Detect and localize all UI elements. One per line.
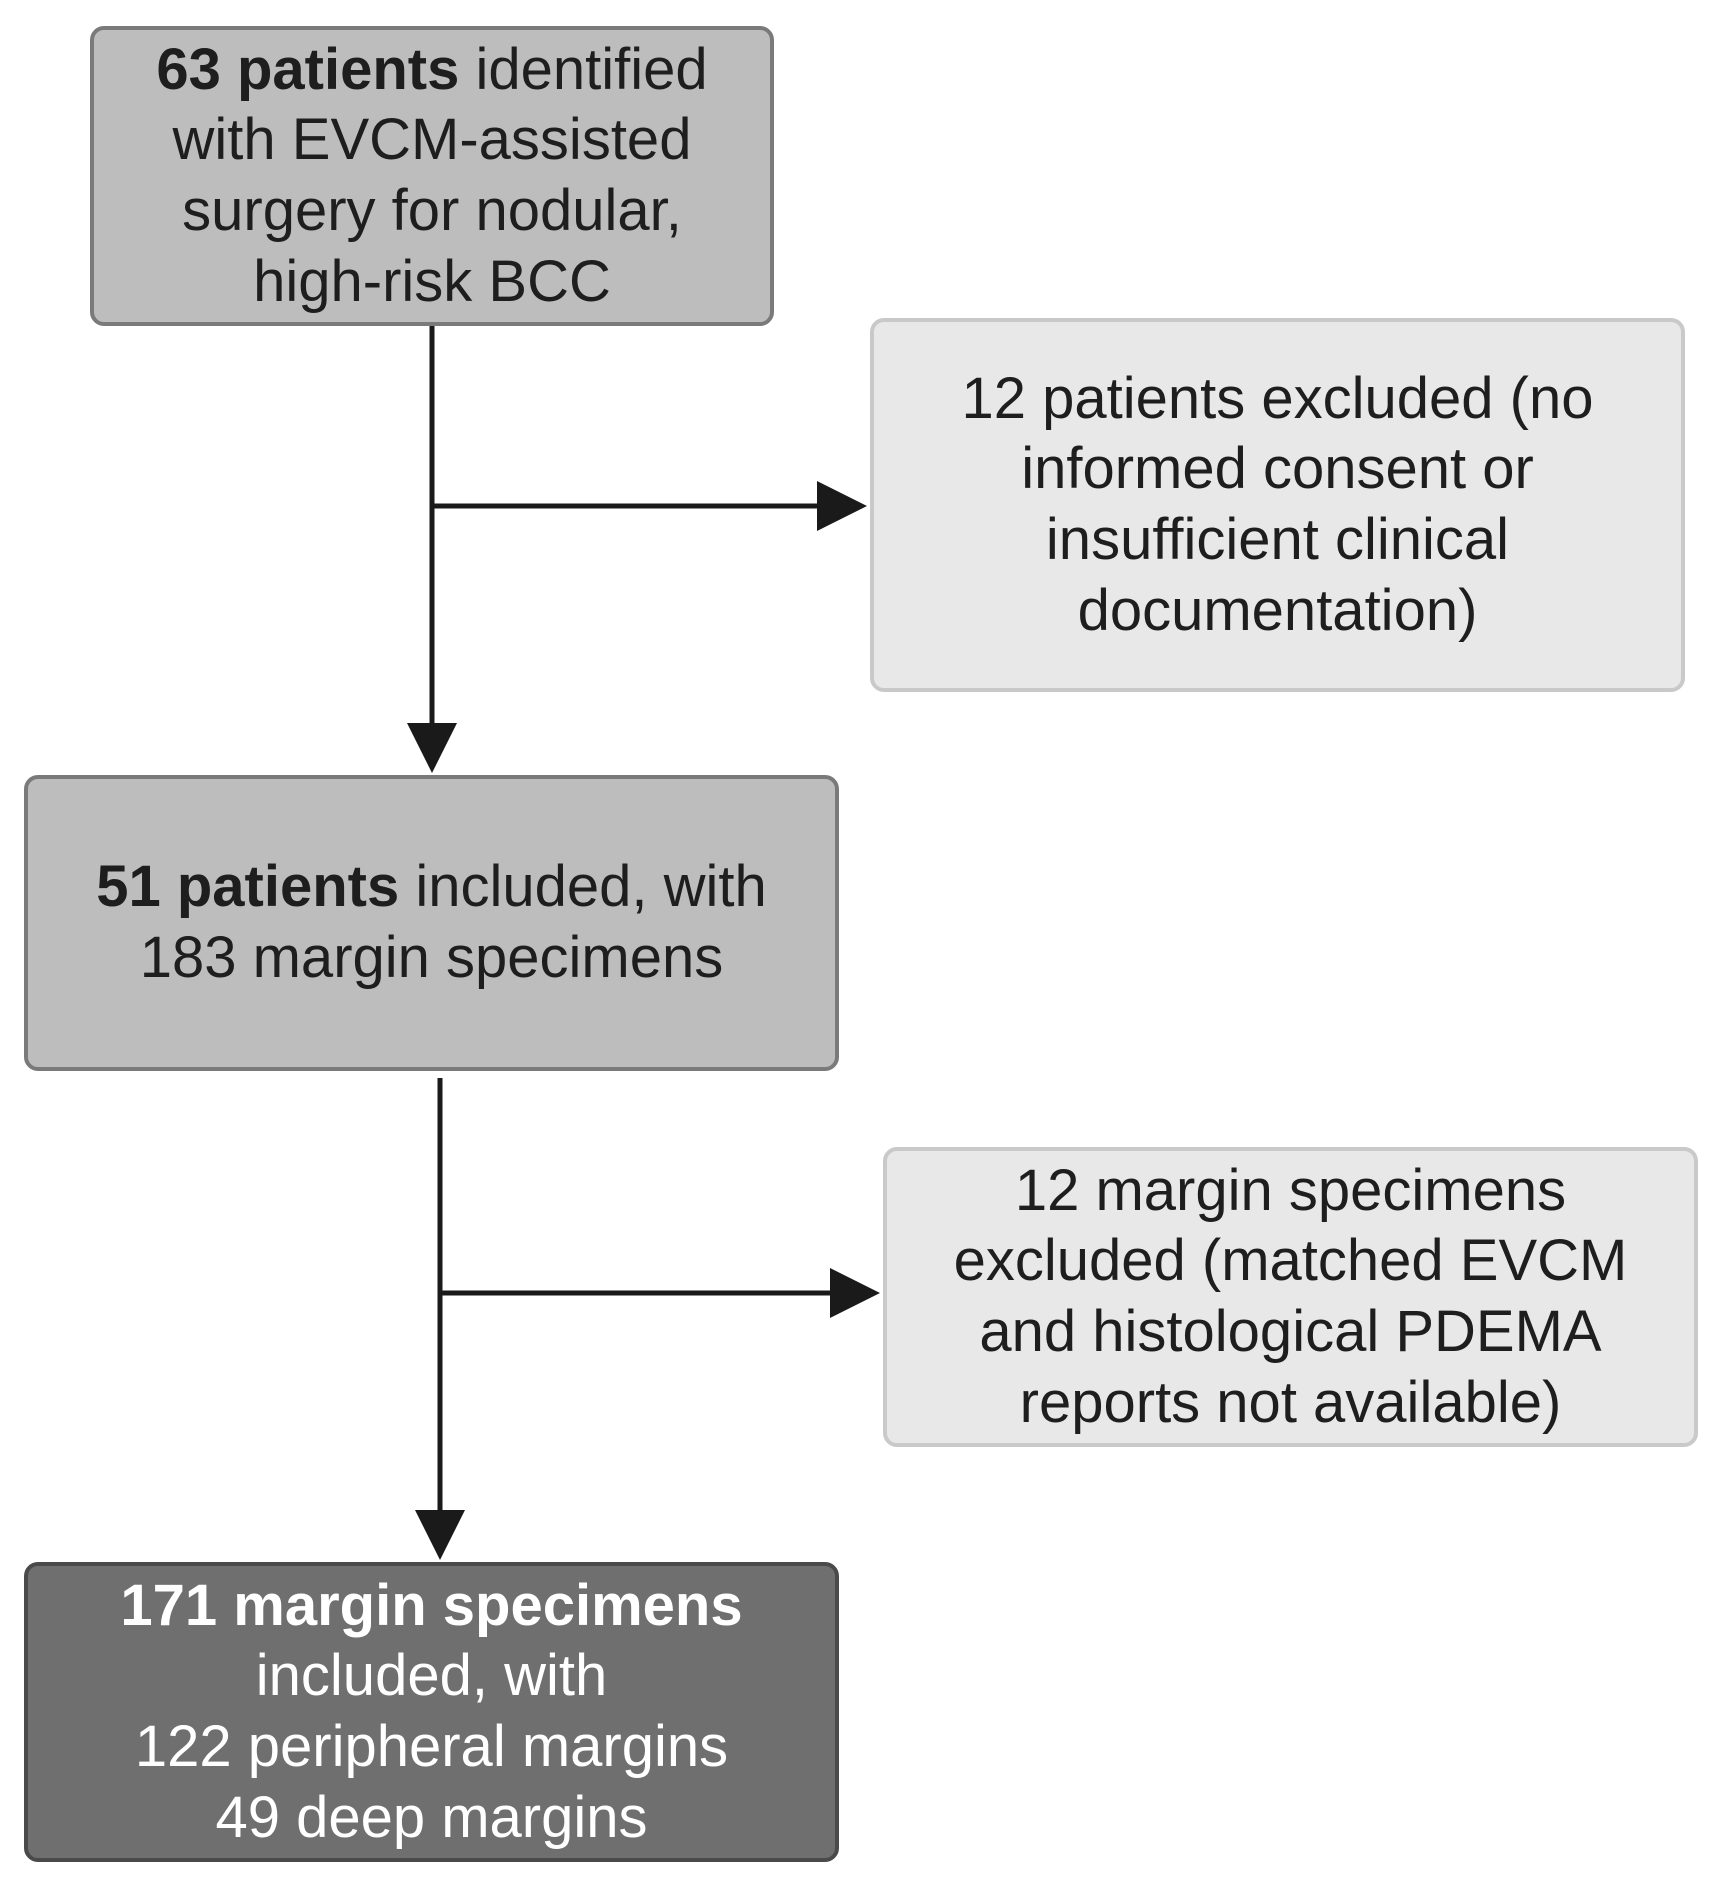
box-line: informed consent or [1021,436,1534,502]
included-patients-box: 51 patients included, with 183 margin sp… [24,775,839,1071]
box-line: 49 deep margins [215,1784,648,1850]
box-line: excluded (matched EVCM [953,1228,1628,1294]
box-line: 171 margin specimens [120,1572,743,1638]
box-line: high-risk BCC [253,248,611,314]
box-line: 63 patients identified [156,36,708,102]
excluded-specimens-box: 12 margin specimens excluded (matched EV… [883,1147,1698,1447]
box-line: with EVCM-assisted [172,107,692,173]
box-line: 51 patients included, with [96,854,767,920]
box-line: 122 peripheral margins [134,1714,729,1779]
box-line: 12 margin specimens [1014,1157,1567,1223]
box-line: and histological PDEMA [979,1299,1602,1364]
box-line: reports not available) [1019,1369,1562,1435]
included-specimens-box: 171 margin specimens included, with 122 … [24,1562,839,1862]
box-line: insufficient clinical [1045,507,1510,572]
box-line: 12 patients excluded (no [961,365,1594,431]
box-line: 183 margin specimens [139,925,724,990]
box-line: surgery for nodular, [182,178,682,243]
box-line: documentation) [1077,577,1478,643]
excluded-patients-box: 12 patients excluded (no informed consen… [870,318,1685,692]
box-line: included, with [255,1643,608,1709]
identified-patients-box: 63 patients identified with EVCM-assiste… [90,26,774,326]
